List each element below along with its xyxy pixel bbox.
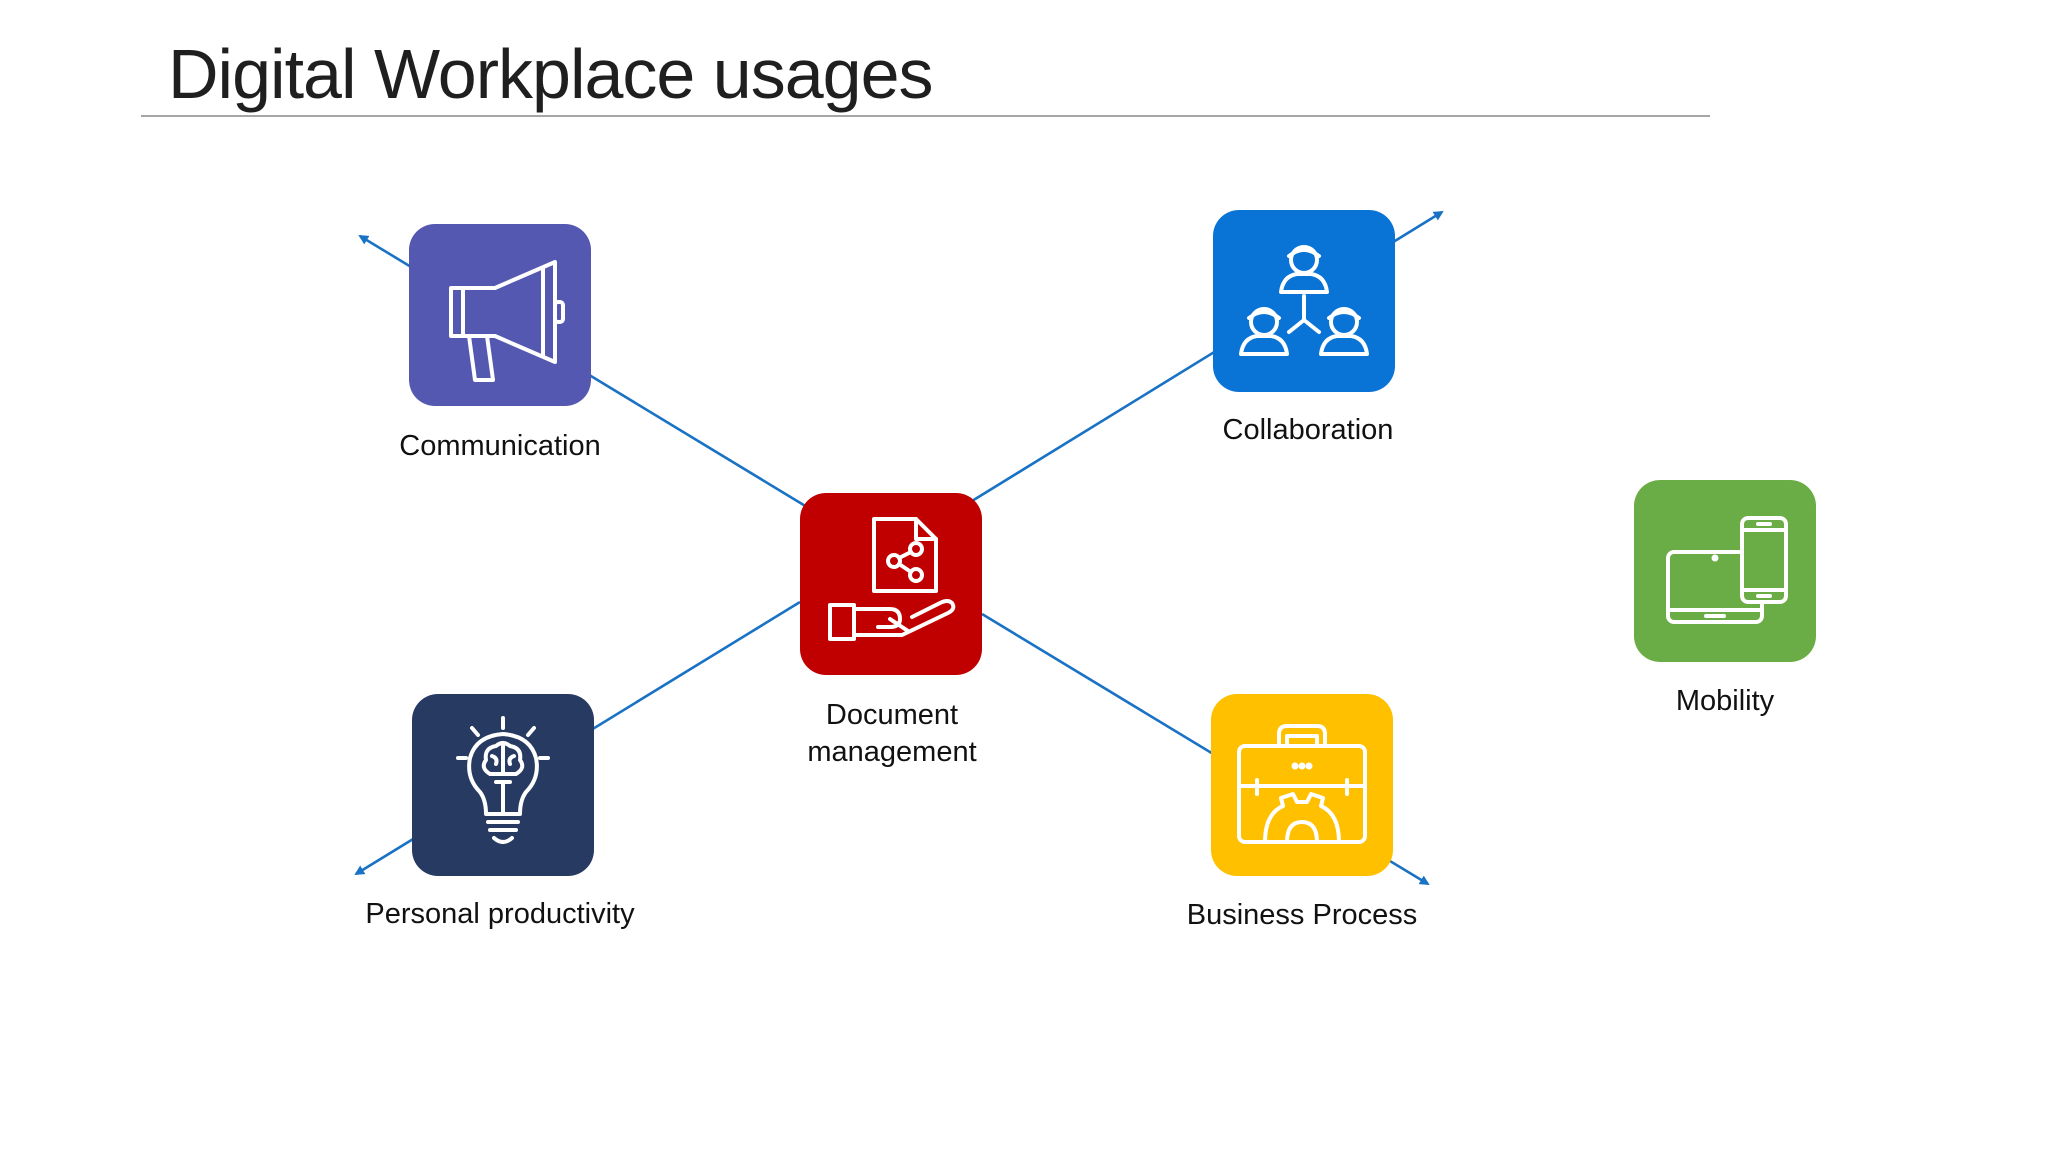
personal-productivity-tile	[412, 694, 594, 876]
document-management-label: Document management	[772, 697, 1012, 771]
mobility-label: Mobility	[1675, 685, 1775, 717]
communication-tile	[409, 224, 591, 406]
personal-productivity-label: Personal productivity	[365, 898, 635, 930]
slide-title: Digital Workplace usages	[168, 35, 934, 113]
lightbulb-brain-icon	[456, 716, 550, 844]
megaphone-icon	[449, 260, 565, 382]
tablet-phone-icon	[1666, 516, 1788, 624]
document-management-label-line2: management	[807, 736, 977, 768]
business-process-label: Business Process	[1186, 899, 1418, 931]
document-management-tile	[800, 493, 982, 675]
toolbox-gear-icon	[1237, 724, 1367, 844]
mobility-tile	[1634, 480, 1816, 662]
communication-label: Communication	[399, 430, 601, 462]
document-management-label-line1: Document	[825, 699, 959, 731]
collaboration-tile	[1213, 210, 1395, 392]
business-process-tile	[1211, 694, 1393, 876]
collaboration-label: Collaboration	[1222, 414, 1394, 446]
shared-document-hand-icon	[828, 517, 956, 641]
title-divider	[141, 115, 1710, 117]
team-network-icon	[1239, 245, 1369, 356]
